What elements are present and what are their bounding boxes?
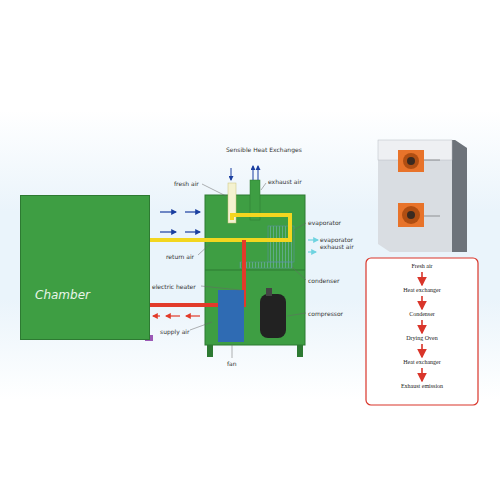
step-label: Heat exchanger — [403, 287, 440, 294]
step-label: Fresh air — [411, 263, 432, 270]
part-label: fresh air — [174, 180, 199, 187]
condenser-coil — [240, 262, 292, 268]
orange-flange — [398, 150, 424, 172]
leader-lines — [190, 183, 306, 358]
flow-step: Heat exchanger — [401, 358, 442, 367]
air-arrow — [308, 251, 316, 252]
air-arrow — [186, 315, 200, 316]
part-label: return air — [166, 253, 194, 260]
step-label: Condenser — [409, 311, 435, 318]
flow-arrow — [421, 320, 423, 333]
step-label: Heat exchanger — [403, 359, 440, 366]
air-arrow — [160, 231, 176, 232]
duct-core — [407, 211, 415, 219]
leader-line — [201, 286, 240, 290]
compressor-port — [266, 288, 272, 296]
part-label: evaporator exhaust air — [320, 236, 360, 250]
flow-step: Heat exchanger — [401, 286, 442, 295]
leader-line — [287, 313, 306, 316]
fan-unit — [218, 290, 244, 342]
flow-arrow — [421, 344, 423, 357]
duct-core — [407, 157, 415, 165]
duct-fitting — [398, 203, 424, 227]
duct-opening — [402, 206, 420, 224]
part-label: supply air — [160, 328, 189, 335]
part-label: fan — [227, 360, 237, 367]
compressor-body — [260, 294, 286, 338]
flow-arrow — [421, 272, 423, 285]
air-arrow — [231, 168, 232, 180]
part-label: Sensible Heat Exchanges — [226, 146, 302, 153]
step-label: Drying Oven — [406, 335, 438, 342]
air-arrow — [308, 239, 318, 240]
leader-line — [190, 322, 212, 330]
leader-line — [294, 223, 306, 230]
orange-flange — [398, 203, 424, 227]
flow-step: Fresh air — [409, 262, 434, 271]
air-arrow — [185, 231, 200, 232]
unit-leg — [207, 345, 213, 357]
flow-step: Exhaust emission — [399, 382, 445, 391]
leader-line — [198, 244, 210, 255]
air-arrow — [185, 211, 200, 212]
shelf-line — [205, 270, 305, 271]
air-arrow — [153, 315, 160, 316]
photo-mark — [424, 160, 440, 161]
part-label: exhaust air — [268, 178, 302, 185]
flow-step: Condenser — [407, 310, 437, 319]
duct-fitting — [398, 150, 424, 172]
air-arrow — [253, 166, 254, 180]
chamber-box: Chamber — [20, 195, 150, 340]
part-label: evaporator — [308, 219, 341, 226]
photo-mark — [424, 216, 440, 217]
flow-step: Drying Oven — [404, 334, 440, 343]
chamber-label: Chamber — [35, 288, 90, 302]
flow-arrow — [421, 368, 423, 381]
leader-line — [261, 183, 266, 190]
leader-line — [292, 267, 306, 280]
machine-body — [378, 140, 467, 252]
air-arrow — [160, 211, 176, 212]
flow-frame — [366, 258, 478, 405]
unit-leg — [297, 345, 303, 357]
leader-line — [232, 344, 233, 358]
leader-line — [202, 184, 226, 196]
part-label: compressor — [308, 310, 343, 317]
air-arrow — [166, 315, 180, 316]
step-label: Exhaust emission — [401, 383, 443, 390]
air-arrow — [258, 166, 259, 180]
part-label: condenser — [308, 277, 339, 284]
flow-arrow — [421, 296, 423, 309]
duct-opening — [403, 153, 419, 169]
part-label: electric heater — [152, 283, 196, 290]
